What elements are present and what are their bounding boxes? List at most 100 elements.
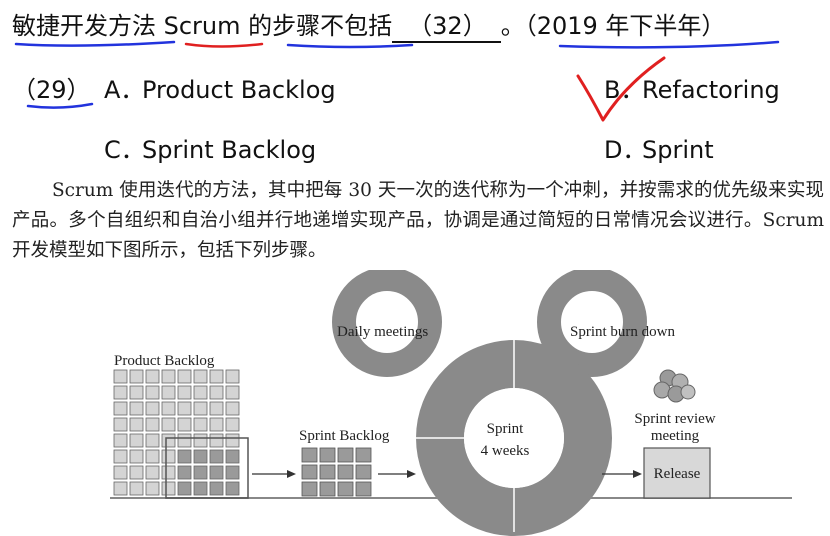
product-backlog-cell: [161, 401, 176, 416]
sprint-backlog-cell: [301, 481, 318, 497]
option-c-letter: C．: [104, 136, 145, 164]
product-backlog-cell: [129, 385, 144, 400]
product-backlog-cell: [161, 481, 176, 496]
product-backlog-cell: [161, 465, 176, 480]
product-backlog-cell: [129, 465, 144, 480]
label-sprint-duration: 4 weeks: [481, 443, 530, 459]
sprint-backlog-cell: [355, 464, 372, 480]
product-backlog-cell: [177, 401, 192, 416]
product-backlog-cell: [209, 433, 224, 448]
label-sprint-burn-down: Sprint burn down: [570, 324, 676, 340]
product-backlog-cell: [225, 369, 240, 384]
product-backlog-cell: [177, 369, 192, 384]
label-sprint: Sprint: [487, 421, 525, 437]
sprint-backlog-cell: [355, 447, 372, 463]
sprint-backlog-grid: [301, 447, 372, 497]
sprint-backlog-cell: [355, 481, 372, 497]
underline-stem-blue: [14, 40, 176, 47]
option-b[interactable]: B．Refactoring: [604, 70, 780, 105]
product-backlog-cell: [129, 401, 144, 416]
product-backlog-cell: [161, 385, 176, 400]
label-release: Release: [654, 466, 701, 482]
product-backlog-cell: [177, 449, 192, 464]
product-backlog-selection: [165, 437, 249, 499]
product-backlog-cell: [225, 433, 240, 448]
product-backlog-cell: [129, 449, 144, 464]
option-c[interactable]: C．Sprint Backlog: [104, 130, 316, 165]
product-backlog-cell: [129, 433, 144, 448]
product-backlog-cell: [145, 369, 160, 384]
product-backlog-cell: [209, 481, 224, 496]
product-backlog-cell: [161, 433, 176, 448]
product-backlog-cell: [177, 481, 192, 496]
question-number: （29）: [12, 76, 91, 104]
product-backlog-cell: [113, 433, 128, 448]
question-stem-line: 敏捷开发方法 Scrum 的步骤不包括（32）。（2019 年下半年）: [12, 6, 725, 43]
option-d-text: Sprint: [642, 136, 714, 164]
product-backlog-cell: [177, 385, 192, 400]
product-backlog-cell: [113, 385, 128, 400]
product-backlog-cell: [177, 465, 192, 480]
underline-steps-blue: [286, 43, 414, 49]
product-backlog-cell: [193, 417, 208, 432]
product-backlog-cell: [193, 449, 208, 464]
sprint-backlog-cell: [319, 464, 336, 480]
product-backlog-cell: [129, 481, 144, 496]
product-backlog-cell: [193, 401, 208, 416]
product-backlog-cell: [225, 465, 240, 480]
exam-year: （2019 年下半年）: [524, 12, 726, 40]
product-backlog-cell: [177, 417, 192, 432]
product-backlog-cell: [145, 465, 160, 480]
product-backlog-grid: [113, 369, 240, 496]
product-backlog-cell: [145, 481, 160, 496]
option-c-text: Sprint Backlog: [142, 136, 317, 164]
option-d[interactable]: D．Sprint: [604, 130, 714, 165]
handwritten-annotations: [14, 40, 780, 122]
product-backlog-cell: [145, 433, 160, 448]
option-a[interactable]: A．Product Backlog: [104, 70, 336, 105]
product-backlog-cell: [113, 417, 128, 432]
arrow-to-release-head: [633, 470, 642, 478]
product-backlog-cell: [225, 449, 240, 464]
label-sprint-backlog: Sprint Backlog: [299, 428, 390, 444]
product-backlog-cell: [225, 417, 240, 432]
sprint-backlog-cell: [301, 464, 318, 480]
label-sprint-review-1: Sprint review: [634, 411, 715, 427]
sprint-backlog-cell: [319, 447, 336, 463]
product-backlog-cell: [193, 369, 208, 384]
product-backlog-cell: [193, 481, 208, 496]
underline-number-blue: [26, 102, 94, 109]
product-backlog-cell: [161, 417, 176, 432]
check-mark-icon: [576, 56, 666, 122]
daily-meetings-loop: [332, 270, 442, 377]
product-backlog-cell: [209, 369, 224, 384]
sprint-cycle-center: [464, 388, 564, 488]
question-stem: 敏捷开发方法 Scrum 的步骤不包括: [12, 12, 393, 40]
label-product-backlog: Product Backlog: [114, 353, 215, 369]
product-backlog-cell: [161, 449, 176, 464]
product-backlog-cell: [209, 449, 224, 464]
product-backlog-cell: [209, 465, 224, 480]
review-team-icon: [653, 369, 696, 403]
product-backlog-cell: [113, 481, 128, 496]
label-sprint-review-2: meeting: [651, 428, 700, 444]
product-backlog-cell: [193, 465, 208, 480]
explanation-paragraph: Scrum 使用迭代的方法，其中把每 30 天一次的迭代称为一个冲刺，并按需求的…: [12, 180, 824, 261]
product-backlog-cell: [225, 385, 240, 400]
product-backlog-cell: [113, 369, 128, 384]
product-backlog-cell: [113, 401, 128, 416]
product-backlog-cell: [145, 449, 160, 464]
product-backlog-cell: [225, 401, 240, 416]
sprint-backlog-cell: [337, 464, 354, 480]
product-backlog-cell: [193, 385, 208, 400]
option-a-text: Product Backlog: [142, 76, 336, 104]
stem-end: 。: [500, 12, 525, 40]
release-box: [643, 447, 711, 499]
product-backlog-cell: [209, 417, 224, 432]
product-backlog-cell: [161, 369, 176, 384]
sprint-backlog-cell: [319, 481, 336, 497]
product-backlog-cell: [129, 369, 144, 384]
product-backlog-cell: [129, 417, 144, 432]
option-b-text: Refactoring: [642, 76, 780, 104]
product-backlog-cell: [225, 481, 240, 496]
